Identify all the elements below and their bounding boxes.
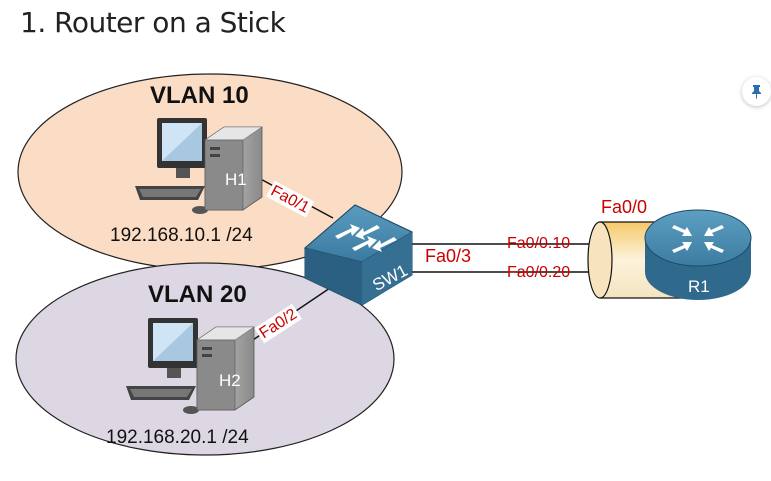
page-title: 1. Router on a Stick [20, 6, 286, 39]
host-h1-label: H1 [225, 170, 247, 189]
subif-fa0-0-20-label: Fa0/0.20 [507, 264, 570, 281]
pin-icon [752, 85, 761, 99]
host-h2[interactable]: H2 [126, 318, 255, 414]
router-r1[interactable]: R1 [644, 209, 752, 300]
switch-sw1[interactable]: SW1 [303, 204, 414, 306]
subif-fa0-0-10-label: Fa0/0.10 [507, 235, 570, 252]
host-h1[interactable]: H1 [135, 118, 263, 214]
vlan10-label: VLAN 10 [150, 82, 249, 109]
host-h2-label: H2 [219, 371, 241, 390]
port-fa0-3-label: Fa0/3 [425, 246, 471, 266]
pin-button[interactable] [742, 77, 771, 106]
h2-ip-label: 192.168.20.1 /24 [106, 427, 249, 448]
port-fa0-0-label: Fa0/0 [601, 197, 647, 217]
router-r1-label: R1 [688, 277, 710, 296]
h1-ip-label: 192.168.10.1 /24 [110, 225, 253, 246]
vlan20-label: VLAN 20 [148, 281, 247, 308]
